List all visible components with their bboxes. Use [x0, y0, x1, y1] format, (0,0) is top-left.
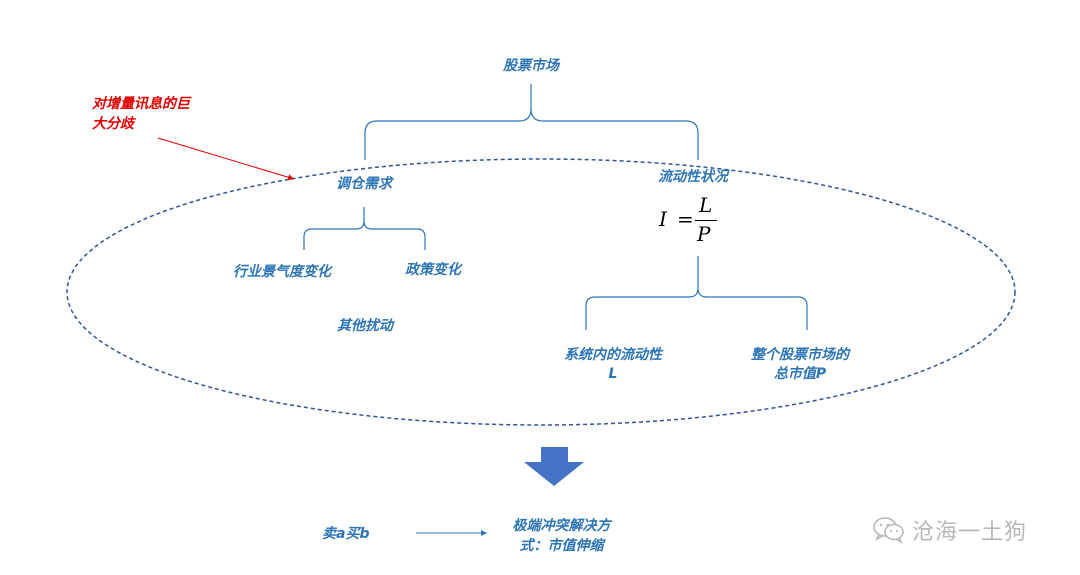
resolution-line-2: 式：市值伸缩 — [519, 538, 604, 554]
rebalance-brace — [303, 207, 426, 250]
policy-change-label: 政策变化 — [405, 262, 461, 278]
wechat-icon — [873, 517, 904, 544]
top-brace — [364, 84, 699, 160]
annotation-line-1: 对增量讯息的巨 — [92, 96, 190, 112]
down-arrow-icon — [524, 447, 584, 486]
scope-ellipse — [66, 158, 1016, 426]
formula-lhs: I — [659, 207, 667, 231]
stock-market-label: 股票市场 — [503, 58, 559, 74]
watermark: 沧海一土狗 — [872, 512, 1027, 548]
other-disturbance-label: 其他扰动 — [337, 318, 393, 334]
formula-numerator: L — [699, 193, 713, 217]
liquidity-formula: I = L P — [655, 193, 725, 249]
formula-equals: = — [677, 207, 694, 231]
industry-sentiment-label: 行业景气度变化 — [233, 264, 331, 280]
sell-a-buy-b-label: 卖a买b — [322, 526, 370, 542]
annotation-line-2: 大分歧 — [92, 116, 134, 132]
rebalance-demand-label: 调仓需求 — [336, 176, 392, 192]
total-market-cap-line-1: 整个股票市场的 — [751, 347, 849, 363]
liquidity-brace — [585, 256, 808, 330]
annotation-arrow — [157, 137, 295, 181]
liquidity-status-label: 流动性状况 — [658, 169, 728, 185]
formula-fraction-bar — [695, 220, 717, 221]
formula-denominator: P — [697, 222, 711, 246]
total-market-cap-line-2: 总市值P — [773, 366, 827, 382]
system-liquidity-line-1: 系统内的流动性 — [564, 347, 662, 363]
watermark-text: 沧海一土狗 — [912, 520, 1028, 545]
resolution-line-1: 极端冲突解决方 — [512, 518, 611, 534]
system-liquidity-line-2: L — [608, 366, 618, 382]
